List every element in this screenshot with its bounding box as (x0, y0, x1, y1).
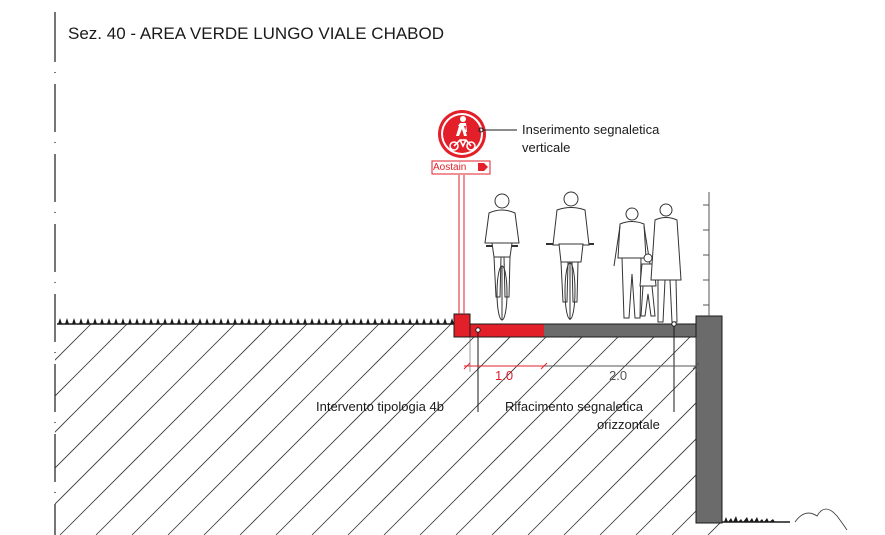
dimension-line (463, 337, 700, 372)
grass-line (57, 318, 456, 325)
sign-panel-text: Aostain (433, 162, 467, 173)
lower-grass (722, 508, 848, 531)
dimension-sidewalk: 2.0 (609, 368, 628, 383)
red-kerb (453, 313, 471, 338)
leader-lines (475, 321, 677, 412)
pedestrian-figure (613, 207, 651, 319)
cyclist-figure (484, 193, 520, 321)
railing (703, 192, 710, 316)
pedestrian-figure (650, 203, 682, 323)
retaining-wall (695, 315, 723, 524)
page-title: Sez. 40 - AREA VERDE LUNGO VIALE CHABOD (68, 24, 445, 43)
horizontal-signage-label-line2: orizzontale (597, 417, 660, 432)
people-silhouettes (484, 191, 682, 323)
intervention-label: Intervento tipologia 4b (316, 399, 444, 414)
signage-vertical-label-line2: verticale (522, 140, 571, 155)
pedestrian-bicycle-sign-icon (431, 110, 517, 175)
horizontal-signage-label-line1: Rifacimento segnaletica (505, 399, 644, 414)
sign-panel (431, 160, 491, 175)
dimension-cycle-lane: 1.0 (495, 368, 514, 383)
signage-vertical-label-line1: Inserimento segnaletica (522, 122, 660, 137)
sidewalk-surface (544, 324, 696, 337)
cyclist-figure (546, 191, 594, 320)
sign-post (458, 175, 465, 314)
cycle-lane-surface (470, 324, 544, 337)
